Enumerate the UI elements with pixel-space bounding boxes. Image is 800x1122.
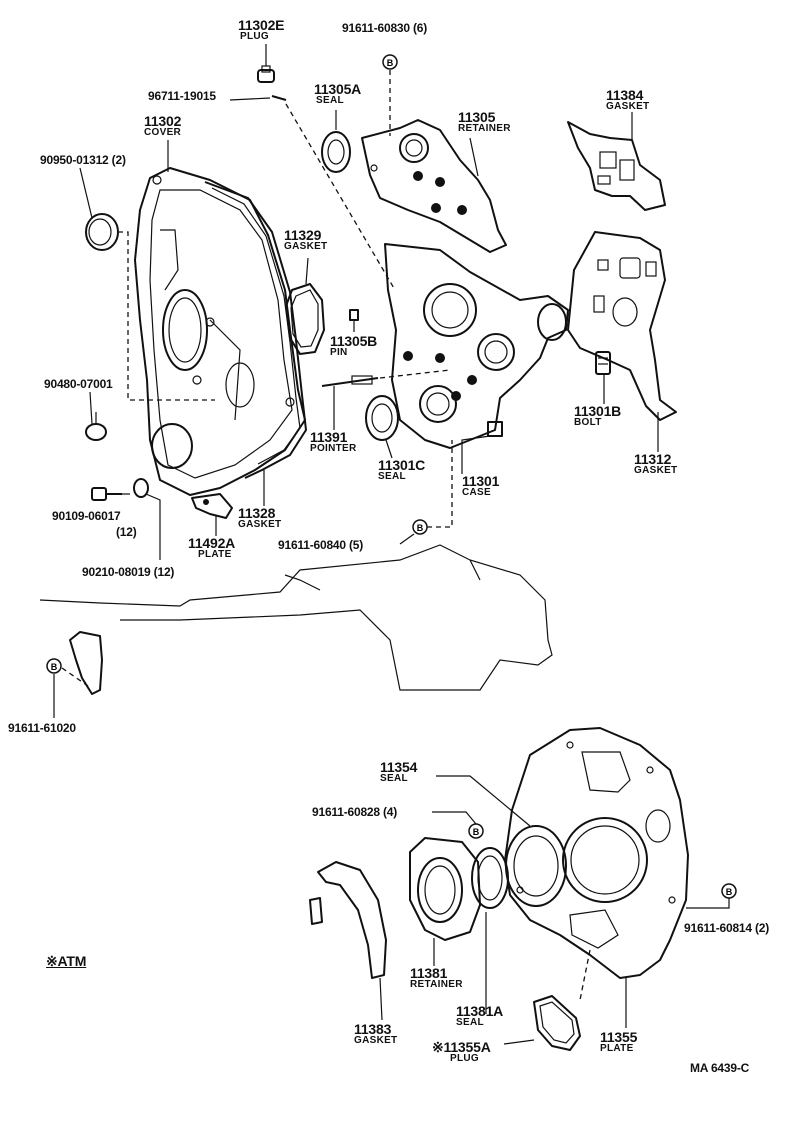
gasket-11312 [567,231,677,421]
dash-pointer [379,369,451,379]
b-letter: B [387,58,394,68]
plug-90950 [85,213,119,251]
callout-11383: 11383 GASKET [354,1021,398,1046]
callout-91611-60814: 91611-60814 (2) [684,921,770,935]
callout-11305: 11305 RETAINER [458,109,511,134]
engine-block-outline [39,544,553,691]
seal-11354 [505,825,567,907]
callout-11391: 11391 POINTER [310,429,357,454]
callout-90210-08019: 90210-08019 (12) [82,565,175,579]
pin-11305b [349,309,359,321]
callout-11355: 11355 PLATE [600,1029,638,1054]
bolt-11301b [595,351,611,375]
seal-11305a [321,131,351,173]
dash-60840 [427,440,453,528]
callout-11355a: ※11355A PLUG [432,1039,491,1064]
leader-lines [53,44,730,1045]
b-letter: B [417,523,424,533]
washer-90210 [133,478,149,498]
callout-90109-06017: 90109-06017 (12) [52,509,137,539]
callout-11301c: 11301C SEAL [378,457,426,482]
timing-cover [134,167,306,496]
callout-11329: 11329 GASKET [284,227,328,252]
callout-11305a: 11305A SEAL [314,81,362,106]
plate-11492a [191,493,233,519]
callout-91611-61020: 91611-61020 [8,721,76,735]
plug-11355a [533,995,581,1051]
bracket-61020 [46,631,103,695]
callout-90950-01312: 90950-01312 (2) [40,153,126,167]
b-letter: B [473,827,480,837]
b-letter: B [51,662,58,672]
callout-90480-07001: 90480-07001 [44,377,113,391]
bolt-90109 [91,487,122,501]
retainer-11381 [409,837,481,941]
callout-11305b: 11305B PIN [330,333,378,358]
seal-11381a [471,847,509,909]
callout-11354: 11354 SEAL [380,759,418,784]
plug-dash-line [118,231,215,401]
cover-gasket-inner [211,187,301,465]
callout-11301: 11301 CASE [462,473,500,498]
timing-case [384,243,569,449]
oring-96711 [271,95,287,101]
callout-11302: 11302 COVER [144,113,182,138]
b-letter: B [726,887,733,897]
callout-11381: 11381 RETAINER [410,965,463,990]
bolt-marker-60830 [382,54,398,70]
clip-90480 [85,412,107,441]
callout-11384: 11384 GASKET [606,87,650,112]
gasket-11384 [567,121,666,211]
callout-11312: 11312 GASKET [634,451,678,476]
callout-11381a: 11381A SEAL [456,1003,504,1028]
plug-11302e [257,65,275,83]
callout-91611-60840: 91611-60840 (5) [278,538,364,552]
callout-11492a: 11492A PLATE [188,535,236,560]
gasket-11329 [285,283,325,355]
retainer-11305 [361,119,507,253]
callout-11302e: 11302E PLUG [238,17,285,42]
callout-91611-60828: 91611-60828 (4) [312,805,398,819]
pointer-11391 [321,375,379,387]
gasket-11383 [309,861,387,979]
callout-11328: 11328 GASKET [238,505,282,530]
dash-11355a [579,949,591,1001]
callout-96711-19015: 96711-19015 [148,89,216,103]
rear-plate-11355 [504,727,689,979]
cover-gasket [204,181,307,479]
seal-11301c [365,395,399,441]
diagram-code: MA 6439-C [690,1061,750,1075]
callout-11301b: 11301B BOLT [574,403,622,428]
callout-91611-60830: 91611-60830 (6) [342,21,428,35]
atm-legend: ※ATM [46,953,87,969]
